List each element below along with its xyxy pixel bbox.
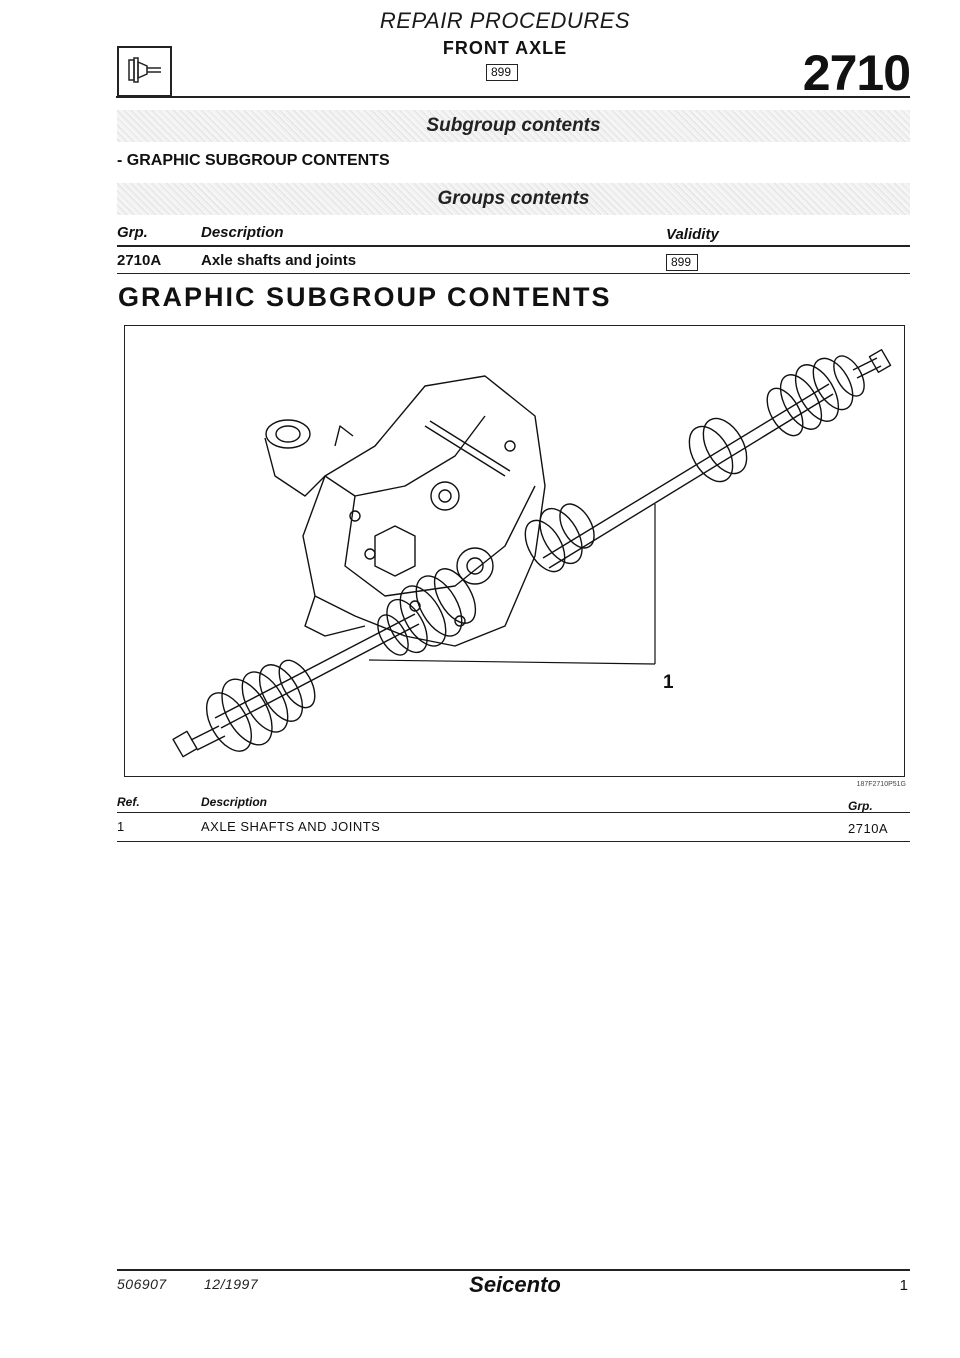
groups-row-validity: 899 [666, 254, 698, 271]
ref-row-rule [117, 841, 910, 842]
page-number: 1 [899, 1277, 908, 1294]
axle-shaft-icon [117, 46, 172, 97]
groups-row-description: Axle shafts and joints [201, 252, 357, 269]
left-outer-boot [172, 659, 316, 758]
ref-row-ref: 1 [117, 819, 125, 834]
ref-col-ref: Ref. [117, 795, 140, 809]
subgroup-contents-band: Subgroup contents [117, 110, 910, 142]
subgroup-contents-heading: Subgroup contents [426, 115, 601, 136]
groups-col-validity: Validity [666, 226, 719, 243]
callout-label: 1 [663, 672, 674, 693]
ref-col-grp: Grp. [848, 799, 873, 813]
figure-id: 187F2710P51G [856, 781, 906, 788]
validity-badge: 899 [486, 64, 518, 81]
section-title: REPAIR PROCEDURES [379, 8, 631, 33]
groups-col-description: Description [201, 224, 284, 241]
doc-date: 12/1997 [204, 1276, 259, 1292]
group-code: 2710 [802, 45, 911, 101]
axle-figure: 1 [124, 325, 905, 777]
ref-header-rule [117, 812, 910, 813]
brand-logo: Seicento [469, 1272, 561, 1297]
groups-row-grp: 2710A [117, 252, 162, 269]
right-outer-boot [766, 349, 892, 437]
ref-col-description: Description [201, 795, 268, 809]
ref-row-grp: 2710A [848, 821, 889, 836]
footer-divider [117, 1269, 910, 1271]
axle-drawing [172, 349, 892, 758]
groups-header-rule [117, 245, 910, 247]
gearbox [302, 375, 546, 647]
graphic-subgroup-title: GRAPHIC SUBGROUP CONTENTS [118, 282, 612, 312]
doc-number: 506907 [117, 1276, 167, 1292]
subgroup-list-item: - GRAPHIC SUBGROUP CONTENTS [117, 152, 390, 169]
ref-row-description: AXLE SHAFTS AND JOINTS [201, 819, 381, 834]
header-divider [116, 96, 910, 98]
groups-col-grp: Grp. [117, 224, 148, 241]
groups-row-rule [117, 273, 910, 274]
groups-contents-band: Groups contents [117, 183, 910, 215]
page-title: FRONT AXLE [442, 38, 568, 58]
groups-contents-heading: Groups contents [437, 188, 590, 209]
left-inner-boot [377, 568, 477, 656]
